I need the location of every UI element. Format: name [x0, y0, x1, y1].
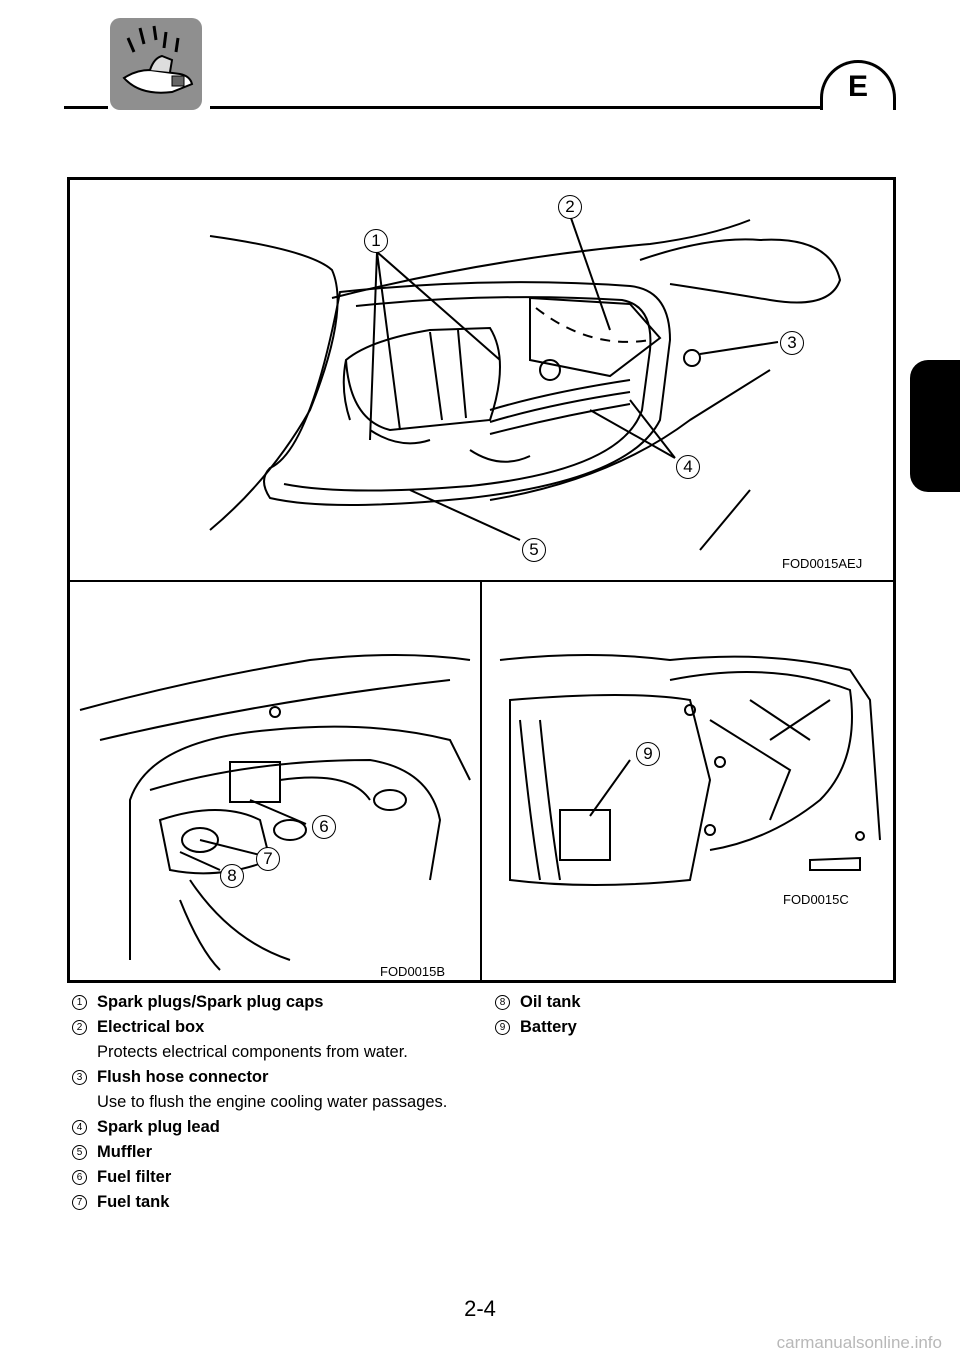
- legend-item: 1 Spark plugs/Spark plug caps: [72, 990, 472, 1015]
- legend-number: 4: [72, 1120, 87, 1135]
- legend-item: 2 Electrical box: [72, 1015, 472, 1040]
- legend-number: 7: [72, 1195, 87, 1210]
- legend-label: Spark plugs/Spark plug caps: [97, 993, 324, 1011]
- legend-item: 5 Muffler: [72, 1140, 472, 1165]
- frame-divider-vertical: [480, 580, 482, 983]
- callout-3: 3: [780, 331, 804, 355]
- legend-item: 9 Battery: [495, 1015, 875, 1040]
- engine-compartment-illustration: [79, 217, 881, 971]
- legend-number: 6: [72, 1170, 87, 1185]
- legend-label: Electrical box: [97, 1018, 205, 1036]
- language-badge: E: [820, 60, 896, 110]
- callout-7: 7: [256, 847, 280, 871]
- callout-9: 9: [636, 742, 660, 766]
- figure-code-top: FOD0015AEJ: [782, 556, 863, 571]
- legend-number: 5: [72, 1145, 87, 1160]
- chapter-tab: [910, 360, 960, 492]
- legend-number: 8: [495, 995, 510, 1010]
- legend-label: Muffler: [97, 1143, 152, 1161]
- legend-item: 7 Fuel tank: [72, 1190, 472, 1215]
- callout-5: 5: [522, 538, 546, 562]
- legend-label: Spark plug lead: [97, 1118, 220, 1136]
- legend-number: 9: [495, 1020, 510, 1035]
- header-rule-left: [64, 106, 108, 109]
- legend-item: 3 Flush hose connector: [72, 1065, 472, 1090]
- legend-label: Battery: [520, 1018, 577, 1036]
- legend-label: Oil tank: [520, 993, 581, 1011]
- jet-ski-icon: [110, 18, 202, 110]
- legend-number: 2: [72, 1020, 87, 1035]
- page-number: 2-4: [464, 1296, 496, 1321]
- parts-legend-right: 8 Oil tank 9 Battery: [495, 990, 875, 1040]
- figure-code-bottom-left: FOD0015B: [380, 964, 446, 979]
- legend-description: Protects electrical components from wate…: [97, 1043, 408, 1061]
- header-rule-right: [210, 106, 896, 109]
- callout-1: 1: [364, 229, 388, 253]
- figure-code-bottom-right: FOD0015C: [783, 892, 849, 907]
- legend-number: 1: [72, 995, 87, 1010]
- legend-label: Fuel filter: [97, 1168, 172, 1186]
- legend-label: Fuel tank: [97, 1193, 170, 1211]
- callout-4: 4: [676, 455, 700, 479]
- legend-item: 8 Oil tank: [495, 990, 875, 1015]
- legend-description: Use to flush the engine cooling water pa…: [97, 1093, 448, 1111]
- callout-8: 8: [220, 864, 244, 888]
- legend-item: 4 Spark plug lead: [72, 1115, 472, 1140]
- legend-item: 6 Fuel filter: [72, 1165, 472, 1190]
- illustration-frame: 1 2 3 4 5 6 7 8 9 FOD0015AEJ FOD0015B FO…: [67, 177, 896, 983]
- parts-legend-left: 1 Spark plugs/Spark plug caps 2 Electric…: [72, 990, 472, 1215]
- legend-label: Flush hose connector: [97, 1068, 269, 1086]
- callout-2: 2: [558, 195, 582, 219]
- callout-6: 6: [312, 815, 336, 839]
- watermark: carmanualsonline.info: [776, 1333, 942, 1352]
- legend-number: 3: [72, 1070, 87, 1085]
